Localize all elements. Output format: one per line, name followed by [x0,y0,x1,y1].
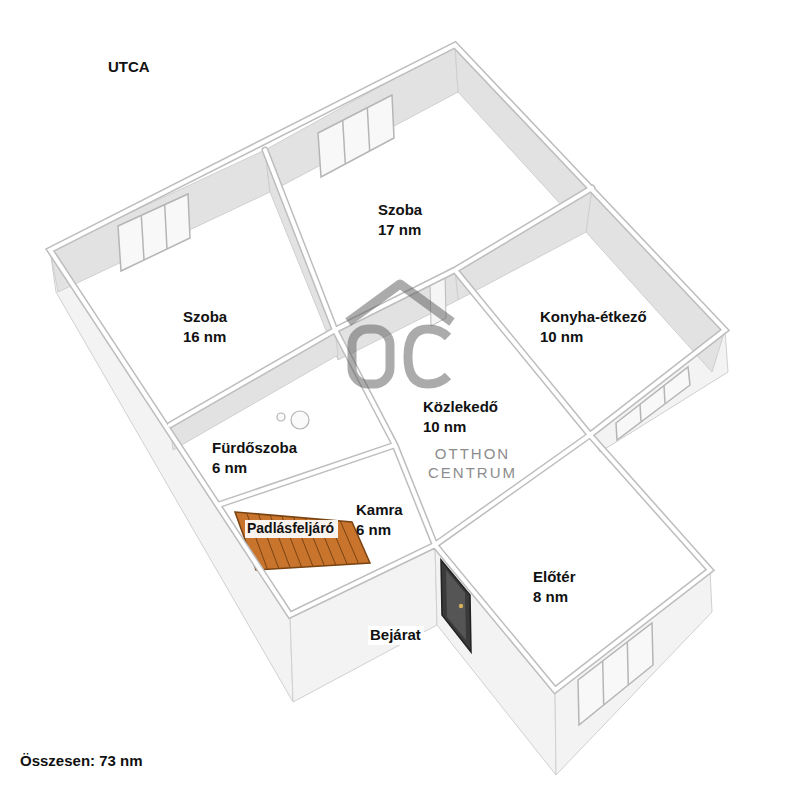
wall-face [170,330,338,450]
watermark: OTTHON CENTRUM [425,445,520,483]
watermark-logo [348,284,452,384]
room: Konyha-étkező10 nm [538,305,650,349]
room-area: 10 nm [540,327,648,347]
room-name: Kamra [356,500,404,520]
logo-o [352,329,390,384]
window-frame [627,642,628,685]
wall-top [50,45,725,690]
room-area: 8 nm [533,587,577,607]
door-knob [459,604,463,608]
tap [277,413,285,421]
window-frame [165,205,167,249]
interior-walls [50,45,725,450]
room: Közlekedő10 nm [421,395,502,439]
room-area: 6 nm [212,458,298,478]
room-name: Fürdőszoba [212,438,298,458]
window-frame [367,108,369,151]
exterior-walls [50,250,728,775]
window-frame [603,661,604,705]
window [118,194,190,271]
wall-face [455,188,592,300]
entrance-label: Bejárat [368,626,424,645]
bathroom-fixtures [277,411,309,429]
room: Szoba16 nm [181,305,231,349]
room-area: 6 nm [356,520,404,540]
logo-c [408,329,448,384]
room-area: 17 nm [378,220,424,240]
wall-tops [50,45,725,690]
wall-face [50,150,270,292]
logo-roof [348,284,452,322]
wall-face [265,45,458,192]
room: Kamra6 nm [354,498,406,542]
total-area: Összesen: 73 nm [20,752,144,771]
window-frame [640,404,641,421]
window-frame [664,386,665,404]
stair-label: Padlásfeljáró [245,520,338,538]
wall-face [290,545,437,702]
window [578,623,653,725]
wall-outline [50,45,725,690]
sink [291,411,309,429]
room-name: Szoba [183,307,229,327]
wall-face [50,250,293,702]
room-name: Konyha-étkező [540,307,648,327]
room: Előtér8 nm [531,565,579,609]
room: Fürdőszoba6 nm [210,436,300,480]
room-name: Előtér [533,567,577,587]
room-area: 10 nm [423,417,500,437]
window-frame [141,215,144,260]
room-area: 16 nm [183,327,229,347]
room: Szoba17 nm [376,198,426,242]
windows [118,95,690,725]
room-name: Szoba [378,200,424,220]
street-label: UTCA [108,58,151,77]
room-name: Közlekedő [423,397,500,417]
window-frame [343,120,346,164]
